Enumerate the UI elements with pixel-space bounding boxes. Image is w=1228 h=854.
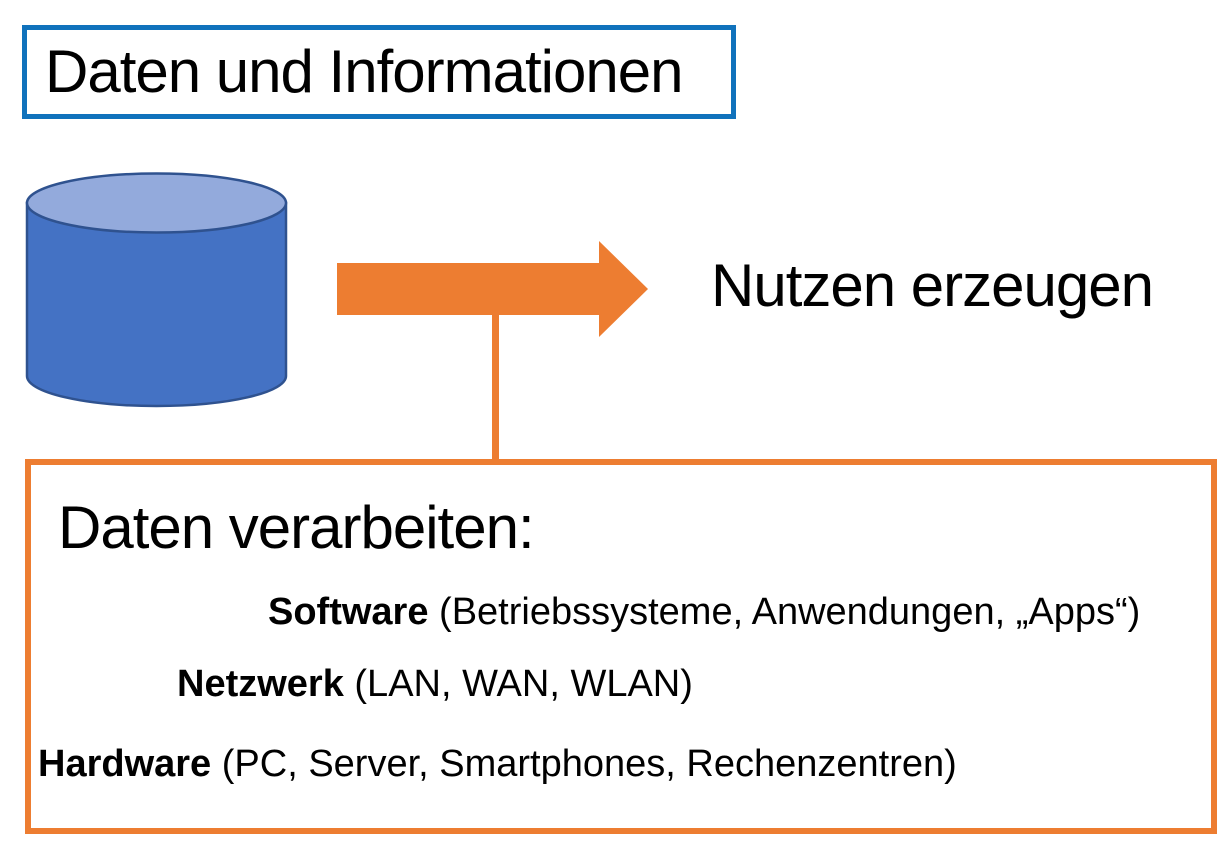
item-rest-software: (Betriebssysteme, Anwendungen, „Apps“) (428, 591, 1141, 633)
cylinder-top-face (25, 172, 288, 234)
item-rest-netzwerk: (LAN, WAN, WLAN) (343, 663, 693, 705)
list-item-hardware: Hardware (PC, Server, Smartphones, Reche… (38, 741, 957, 787)
list-item-software: Software (Betriebssysteme, Anwendungen, … (268, 589, 1140, 635)
right-arrow-icon (337, 263, 599, 315)
page-title: Daten und Informationen (45, 38, 683, 105)
process-box-heading: Daten verarbeiten: (58, 494, 535, 561)
arrow-label: Nutzen erzeugen (711, 252, 1154, 319)
process-box: Daten verarbeiten: Software (Betriebssys… (25, 459, 1217, 834)
item-lead-netzwerk: Netzwerk (177, 663, 344, 705)
connector-line (492, 315, 499, 465)
cylinder-body (25, 201, 288, 408)
list-item-netzwerk: Netzwerk (LAN, WAN, WLAN) (177, 661, 693, 707)
item-lead-software: Software (268, 591, 429, 633)
item-lead-hardware: Hardware (38, 743, 212, 785)
database-cylinder-icon (25, 172, 288, 408)
title-box: Daten und Informationen (22, 25, 736, 119)
right-arrow-head-icon (599, 241, 648, 337)
item-rest-hardware: (PC, Server, Smartphones, Rechenzentren) (211, 743, 957, 785)
